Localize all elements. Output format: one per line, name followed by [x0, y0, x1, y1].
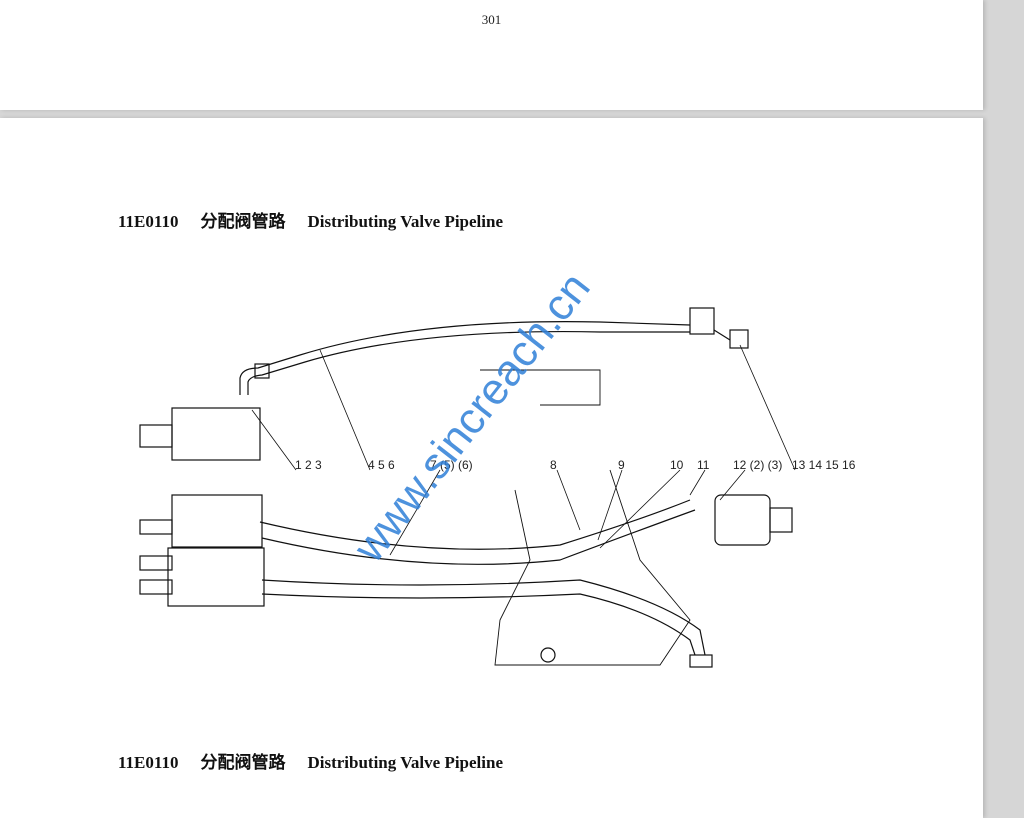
- title-chinese: 分配阀管路: [200, 212, 286, 231]
- title-english: Distributing Valve Pipeline: [307, 753, 503, 772]
- callout-7: 7 (5) (6): [430, 458, 473, 472]
- page-number: 301: [481, 12, 502, 27]
- title-code: 11E0110: [118, 753, 179, 772]
- previous-page: 301: [0, 0, 983, 110]
- callout-8: 8: [550, 458, 557, 472]
- callout-11: 11: [697, 458, 710, 472]
- callout-13-16: 13 14 15 16: [792, 458, 856, 472]
- document-page: [0, 118, 983, 818]
- title-chinese: 分配阀管路: [200, 753, 286, 772]
- callout-4-5-6: 4 5 6: [368, 458, 395, 472]
- pipeline-drawing: 1 2 3 4 5 6 7 (5) (6) 8 9 10 11 12 (2) (…: [139, 263, 856, 668]
- callout-1-2-3: 1 2 3: [295, 458, 322, 472]
- watermark: www.sincreach.cn: [344, 263, 600, 571]
- next-section-title: 11E0110 分配阀管路 Distributing Valve Pipeline: [118, 748, 503, 773]
- title-code: 11E0110: [118, 212, 179, 231]
- callout-10: 10: [670, 458, 684, 472]
- callout-12: 12 (2) (3): [733, 458, 782, 472]
- callout-9: 9: [618, 458, 625, 472]
- title-english: Distributing Valve Pipeline: [307, 212, 503, 231]
- section-title: 11E0110 分配阀管路 Distributing Valve Pipeline: [118, 207, 503, 232]
